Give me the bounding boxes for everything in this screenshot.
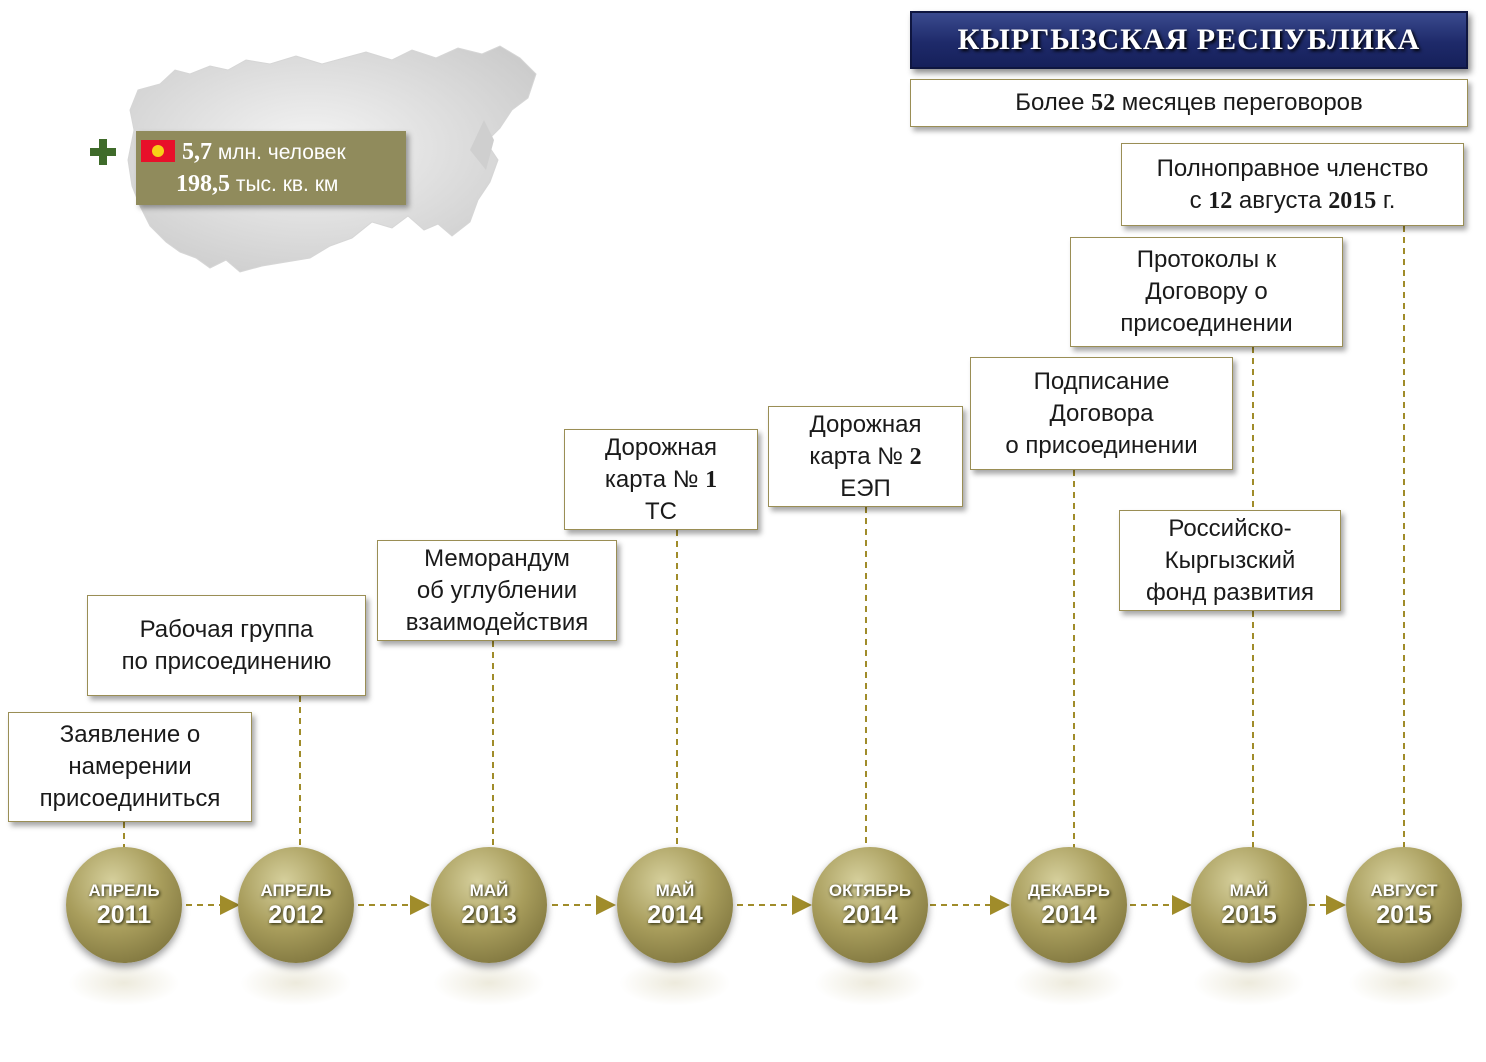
kyrgyzstan-flag-icon <box>141 140 175 162</box>
country-info-box: 5,7 млн. человек 198,5 тыс. кв. км <box>136 131 406 205</box>
country-title-banner: КЫРГЫЗСКАЯ РЕСПУБЛИКА <box>910 11 1468 69</box>
population: 5,7 млн. человек <box>182 139 346 165</box>
area: 198,5 тыс. кв. км <box>176 171 339 197</box>
event-box-2014-oct: Дорожная карта № 2 ЕЭП <box>768 406 963 507</box>
event-box-2015-aug: Полноправное членство с 12 августа 2015 … <box>1121 143 1464 226</box>
negotiations-duration-box: Более 52 месяцев переговоров <box>910 79 1468 127</box>
event-box-2014-may: Дорожная карта № 1 ТС <box>564 429 758 530</box>
page-title: КЫРГЫЗСКАЯ РЕСПУБЛИКА <box>957 23 1421 56</box>
plus-icon <box>90 139 116 165</box>
